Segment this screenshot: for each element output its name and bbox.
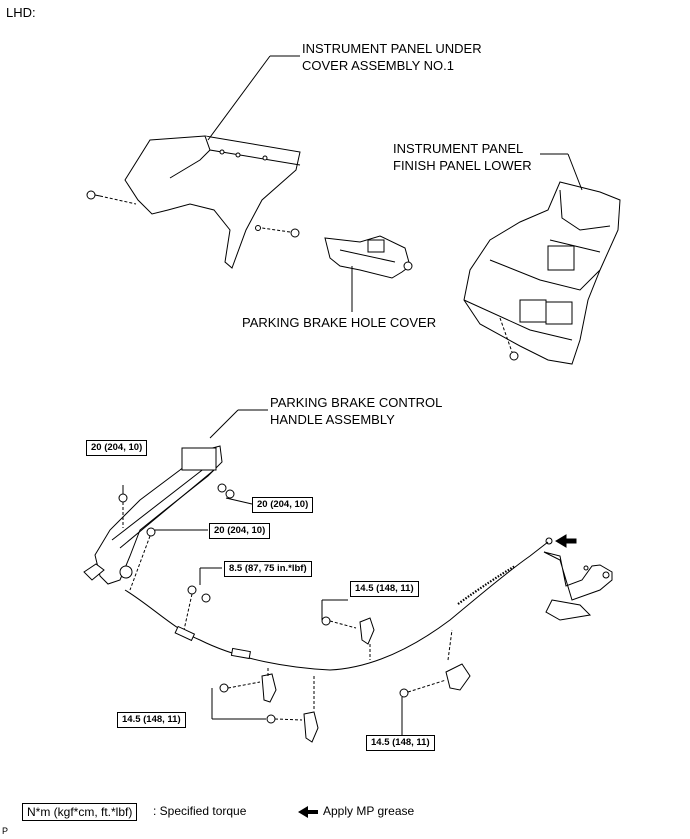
clamp-14-5-lower-a bbox=[219, 668, 277, 703]
legend-unit-text: : Specified torque bbox=[153, 804, 247, 818]
legend-grease-text: Apply MP grease bbox=[323, 804, 415, 818]
clamp-14-5-right bbox=[399, 629, 471, 738]
finish-panel-shape bbox=[463, 181, 621, 365]
under-cover-label-line1: INSTRUMENT PANEL UNDER bbox=[302, 41, 482, 56]
mp-grease-arrow bbox=[555, 534, 577, 548]
torque-label-clamp-lower: 14.5 (148, 11) bbox=[117, 712, 186, 728]
bolts-bracket-8-5 bbox=[183, 567, 222, 631]
figure-code: P bbox=[2, 826, 9, 836]
hole-cover-label: PARKING BRAKE HOLE COVER bbox=[242, 315, 437, 330]
orientation-label: LHD: bbox=[6, 5, 36, 20]
torque-label-handle-mid: 20 (204, 10) bbox=[209, 523, 271, 539]
hole-cover-shape bbox=[324, 235, 413, 279]
under-cover-label-line2: COVER ASSEMBLY NO.1 bbox=[302, 58, 454, 73]
leader-control-handle bbox=[209, 409, 239, 439]
torque-label-clamp-upper: 14.5 (148, 11) bbox=[350, 581, 419, 597]
bolts-handle-right bbox=[217, 483, 253, 505]
brake-cable bbox=[124, 541, 549, 671]
legend-arrow-icon bbox=[298, 806, 318, 818]
control-handle-label-line2: HANDLE ASSEMBLY bbox=[270, 412, 395, 427]
clamp-14-5-upper bbox=[321, 599, 375, 660]
control-handle-label-line1: PARKING BRAKE CONTROL bbox=[270, 395, 443, 410]
bolt-handle-top bbox=[118, 485, 128, 528]
clip-under-cover-left bbox=[86, 190, 137, 205]
finish-panel-label-line1: INSTRUMENT PANEL bbox=[393, 141, 524, 156]
under-cover-shape bbox=[124, 135, 301, 269]
finish-panel-label-line2: FINISH PANEL LOWER bbox=[393, 158, 532, 173]
nut-handle-mid bbox=[129, 527, 208, 591]
clip-finish-panel bbox=[499, 317, 519, 361]
cable-bracket-right bbox=[543, 551, 613, 621]
control-handle-shape bbox=[83, 445, 223, 585]
torque-label-handle-right: 20 (204, 10) bbox=[252, 497, 314, 513]
leader-finish-panel bbox=[567, 153, 583, 191]
torque-label-clamp-right: 14.5 (148, 11) bbox=[366, 735, 435, 751]
torque-label-handle-top: 20 (204, 10) bbox=[86, 440, 148, 456]
torque-label-bracket: 8.5 (87, 75 in.*lbf) bbox=[224, 561, 312, 577]
legend-unit-box: N*m (kgf*cm, ft.*lbf) bbox=[22, 803, 138, 821]
leader-under-cover bbox=[207, 55, 271, 141]
clip-under-cover-right bbox=[261, 227, 300, 238]
clamp-14-5-lower-b bbox=[266, 676, 319, 743]
